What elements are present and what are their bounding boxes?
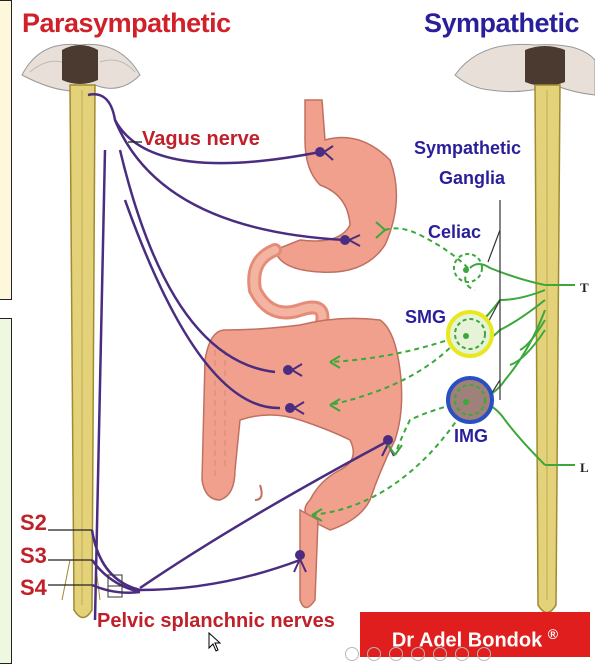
img-ganglion <box>448 378 492 422</box>
lumbar-cut-label: L <box>580 460 589 476</box>
slides-icon[interactable] <box>455 647 469 661</box>
img-label: IMG <box>454 426 488 447</box>
brainstem-left <box>22 44 140 91</box>
pen-icon[interactable] <box>433 647 447 661</box>
next-icon[interactable] <box>367 647 381 661</box>
sympathetic-ganglia-label-line1: Sympathetic <box>414 138 521 159</box>
mouse-cursor-icon <box>208 632 222 652</box>
menu-icon[interactable] <box>411 647 425 661</box>
registered-mark: ® <box>548 626 558 642</box>
ganglia-bracket <box>484 200 500 400</box>
smg-ganglion <box>448 312 492 356</box>
celiac-label: Celiac <box>428 222 481 243</box>
prev-icon[interactable] <box>345 647 359 661</box>
s2-label: S2 <box>20 510 47 536</box>
smg-label: SMG <box>405 307 446 328</box>
spinal-cord-right <box>535 85 560 613</box>
brainstem-right <box>455 44 595 95</box>
stomach <box>275 100 396 272</box>
more-icon[interactable] <box>477 647 491 661</box>
s3-label: S3 <box>20 543 47 569</box>
parasympathetic-title: Parasympathetic <box>22 8 231 39</box>
sympathetic-title: Sympathetic <box>424 8 579 39</box>
pelvic-splanchnic-label: Pelvic splanchnic nerves <box>97 610 335 633</box>
s4-label: S4 <box>20 575 47 601</box>
thoracic-cut-label: T <box>580 280 589 296</box>
vagus-nerve-label: Vagus nerve <box>142 128 260 151</box>
sympathetic-ganglia-label-line2: Ganglia <box>439 168 505 189</box>
presentation-toolbar <box>345 645 595 664</box>
zoom-icon[interactable] <box>389 647 403 661</box>
